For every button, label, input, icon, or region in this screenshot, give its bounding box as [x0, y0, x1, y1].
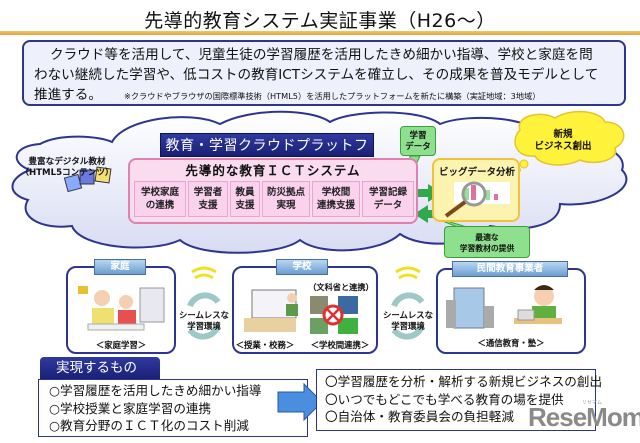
home-tab: 家庭 [94, 259, 146, 275]
school-caption-left: ＜授業・校務＞ [235, 340, 295, 350]
school-tab: 学校 [276, 259, 328, 275]
seamless-cycle-icon [187, 266, 221, 340]
digital-materials-line-2: （HTML5コンテンツ） [20, 168, 114, 178]
intro-box: クラウド等を活用して、児童生徒の学習履歴を活用したきめ細かい指導、学校と家庭を問… [22, 40, 626, 106]
ict-cell: 教員支援 [230, 181, 260, 217]
realize-left-item: ○学校授業と家庭学習の連携 [49, 400, 212, 416]
digital-materials-icon [63, 166, 112, 193]
digital-materials-line-1: 豊富なデジタル教材 [28, 157, 106, 167]
new-business-label: 新規 ビジネス創出 [534, 129, 592, 152]
realize-left-box: ○学習履歴を活用したきめ細かい指導 ○学校授業と家庭学習の連携 ○教育分野のＩＣ… [38, 379, 308, 437]
seamless-cycle-icon [391, 266, 425, 340]
learning-data-callout: 学習 データ [400, 126, 436, 156]
magnifier-chart-icon [444, 181, 510, 218]
ict-system-title: 先導的な教育ＩＣＴシステム [185, 163, 361, 178]
big-data-label: ビッグデータ分析 [438, 167, 515, 178]
right-arrow-icon [277, 382, 323, 422]
title-underline [0, 31, 640, 35]
realize-right-item: 〇学習履歴を分析・解析する新規ビジネスの創出 [325, 374, 603, 389]
realize-tab: 実現するもの [40, 357, 160, 379]
private-education-caption: ＜通信教育・塾＞ [477, 338, 545, 348]
intro-line-3: 推進する。 [34, 87, 102, 103]
intro-line-2: わない継続した学習や、低コストの教育ICTシステムを確立し、その成果を普及モデル… [34, 67, 599, 83]
platform-title: 教育・学習クラウドプラットフォーム [160, 133, 374, 178]
school-caption-right: ＜学校間連携＞ [310, 340, 370, 350]
school-illustration [244, 289, 358, 334]
private-education-illustration [446, 285, 562, 329]
ict-system-cells: 学校家庭の連携 学習者支援 教員支援 防災拠点実現 学校間連携支援 学習記録デー… [134, 181, 416, 217]
realize-left-item: ○学習履歴を活用したきめ細かい指導 [49, 383, 262, 398]
seamless-label: シームレスな学習環境 [179, 310, 229, 331]
ict-cell: 学校間連携支援 [312, 181, 360, 217]
realize-right-item: 〇いつでもどこでも学べる教育の場を提供 [325, 391, 564, 407]
intro-note: ※クラウドやブラウザの国際標準技術（HTML5）を活用したプラットフォームを新た… [123, 91, 541, 101]
private-education-tab: 民間教育事業者 [452, 261, 568, 277]
intro-line-1: クラウド等を活用して、児童生徒の学習履歴を活用したきめ細かい指導、学校と家庭を問 [50, 47, 593, 63]
home-caption: ＜家庭学習＞ [95, 340, 147, 350]
watermark-sub: リセマム [582, 400, 603, 406]
page-title: 先導的教育システム実証事業（H26～） [144, 10, 496, 32]
optimal-materials-callout: 最適な 学習教材の提供 [444, 226, 530, 258]
ict-cell: 防災拠点実現 [262, 181, 310, 217]
mext-label: （文科省と連携） [308, 282, 374, 292]
digital-materials-label: 豊富なデジタル教材 （HTML5コンテンツ） [6, 157, 128, 179]
ict-cell: 学校家庭の連携 [134, 181, 186, 217]
seamless-label: シームレスな学習環境 [383, 310, 433, 331]
ict-cell: 学習記録データ [362, 181, 414, 217]
new-business-bubble [514, 110, 625, 166]
realize-right-item: 〇自治体・教育委員会の負担軽減 [325, 409, 514, 424]
resemom-watermark: ReseMom [528, 402, 640, 432]
realize-right-box: 〇学習履歴を分析・解析する新規ビジネスの創出 〇いつでもどこでも学べる教育の場を… [316, 369, 603, 431]
ict-cell: 学習者支援 [188, 181, 228, 217]
home-learning-illustration [78, 286, 165, 331]
realize-left-item: ○教育分野のＩＣＴ化のコスト削減 [49, 418, 249, 433]
